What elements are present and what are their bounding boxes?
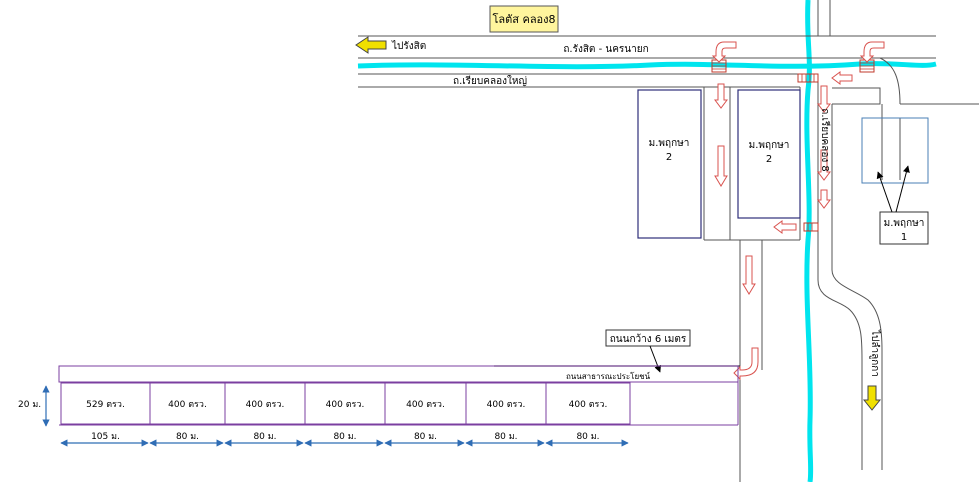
inner-road-4 [730,239,800,370]
route-arrow-down-2 [714,145,728,187]
bridge-4 [803,222,819,232]
route-uturn-2 [859,41,885,63]
phruksa1-pointer-1 [876,171,893,213]
inner-road-3 [704,239,741,482]
khlong8-road-left [817,74,863,470]
route-uturn-1 [711,41,737,63]
public-road-label: ถนนสาธารณะประโยชน์ [566,371,651,381]
plot-7 [545,382,631,425]
plot-2-area: 400 ตรว. [168,400,207,410]
route-arrow-left-2 [831,71,853,85]
public-road-strip [58,365,739,383]
to-rangsit-label: ไปรังสิต [391,40,426,52]
phruksa2-left-label-2: 2 [666,152,672,163]
phruksa2-left-label-1: ม.พฤกษา [649,138,690,149]
khlong8-road-label: ถ.เรียบคลอง 8 [819,108,831,171]
route-arrow-down-4 [817,85,831,113]
phruksa1-label-box [879,211,929,245]
to-lamlukka-label: ไปลำลูกกา [869,329,881,377]
route-arrow-down-6 [817,189,831,209]
bridge-1-lines [712,62,726,70]
road-width-box [605,329,691,347]
bridge-2-lines [860,62,874,70]
phruksa1-boundary [861,117,929,184]
phruksa1-label-1: ม.พฤกษา [884,218,925,229]
phruksa2-left-boundary [637,89,702,239]
route-arrow-left-1 [773,220,797,234]
plots-group: 529 ตรว. 400 ตรว. 400 ตรว. 400 ตรว. 400 ตรว.… [60,382,631,425]
plot-3-area: 400 ตรว. [246,400,285,410]
bridge-3 [797,73,819,83]
width-dimensions-group: 105 ม. 80 ม. 80 ม. 80 ม. 80 ม. 80 ม. 80 ม. [60,432,629,447]
lotus-box [489,5,559,33]
width-label-6: 80 ม. [494,432,517,442]
road-width-label: ถนนกว้าง 6 เมตร [610,333,687,345]
east-road-curve [879,57,901,105]
route-arrow-down-5 [817,149,831,181]
canal-horizontal [357,61,937,70]
canal-road-label: ถ.เรียบคลองใหญ่ [453,75,527,87]
plot-4-area: 400 ตรว. [326,400,365,410]
plot-1-area: 529 ตรว. [86,400,125,410]
width-label-2: 80 ม. [176,432,199,442]
khlong8-road-right [831,104,883,470]
road-width-pointer [649,345,662,373]
phruksa2-right-boundary [737,89,801,219]
lotus-label: โลตัส คลอง8 [492,12,555,26]
route-uturn-3 [733,347,759,381]
bridge-4-lines [807,223,813,231]
phruksa2-right-label-1: ม.พฤกษา [749,140,790,151]
route-arrow-down-3 [742,255,756,295]
width-label-3: 80 ม. [253,432,276,442]
to-rangsit-arrow [355,36,387,54]
width-label-7: 80 ม. [576,432,599,442]
phruksa1-label-2: 1 [901,232,907,243]
phruksa2-right-label-2: 2 [766,154,772,165]
canal-vertical [804,0,814,482]
width-label-1: 105 ม. [91,432,120,442]
width-label-5: 80 ม. [414,432,437,442]
bridge-3-lines [801,74,815,82]
depth-label: 20 ม. [18,400,41,410]
plot-5-area: 400 ตรว. [406,400,445,410]
plot-7-area: 400 ตรว. [569,400,608,410]
phruksa1-road-outer [832,87,881,105]
width-label-4: 80 ม. [333,432,356,442]
main-road-label: ถ.รังสิต - นครนายก [563,44,648,55]
phruksa1-pointer-2 [895,165,910,213]
route-arrow-down-1 [714,83,728,109]
plot-6-area: 400 ตรว. [487,400,526,410]
to-lamlukka-arrow [862,385,882,411]
